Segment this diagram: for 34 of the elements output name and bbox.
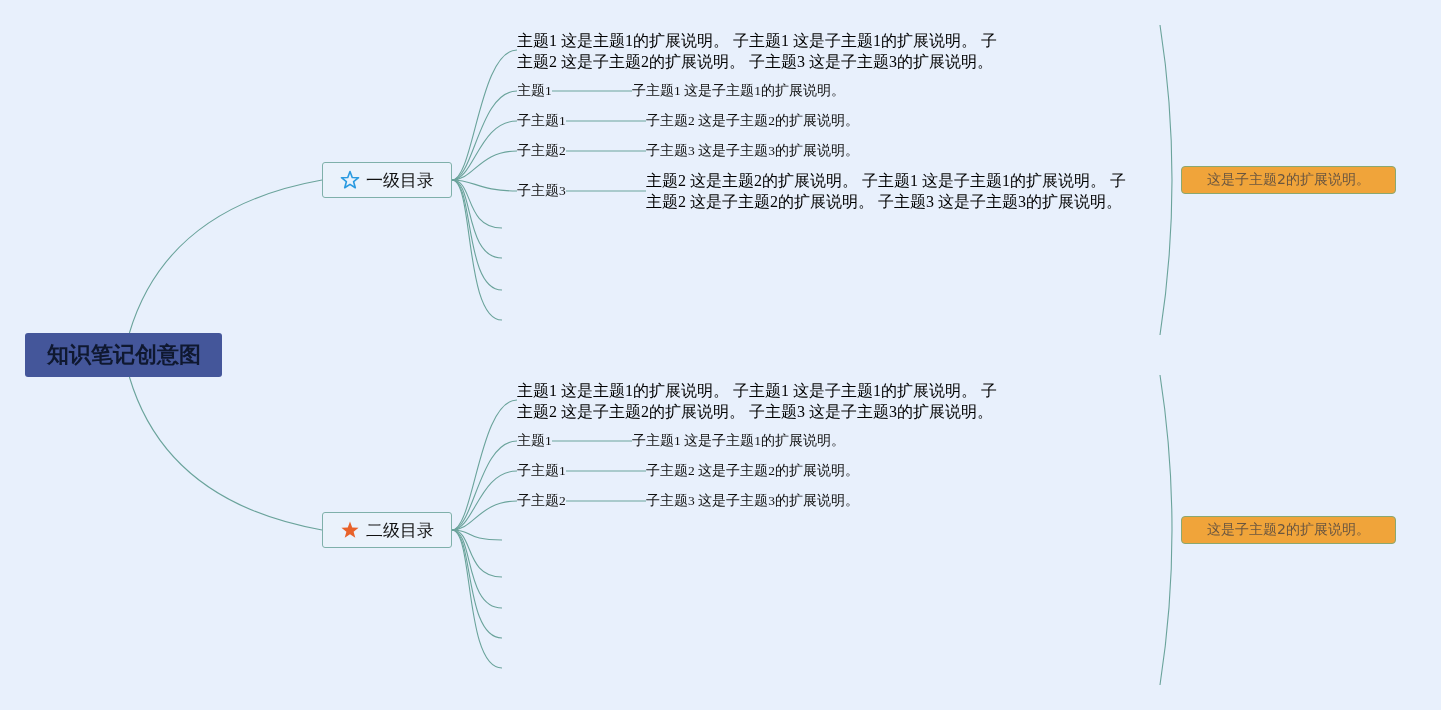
- branch-line: [128, 179, 323, 334]
- note-text: 主题1 这是主题1的扩展说明。 子主题1 这是子主题1的扩展说明。 子主题2 这是子主题2的扩展说明。 子主题3 这是子主题3的扩展说明。: [517, 31, 1007, 73]
- connector-line: [565, 150, 647, 152]
- topic-box: [322, 512, 452, 548]
- topic-text: 子主题3 这是子主题3的扩展说明。: [646, 491, 859, 511]
- topic-text: 主题1: [517, 431, 552, 451]
- branch-line: [451, 179, 503, 321]
- topic-text: 子主题1: [517, 461, 566, 481]
- connector-line: [565, 120, 647, 122]
- topic-label: 一级目录: [366, 168, 434, 192]
- topic-text: 主题1: [517, 81, 552, 101]
- topic-text: 子主题1 这是子主题1的扩展说明。: [632, 431, 845, 451]
- note-text: 主题2 这是主题2的扩展说明。 子主题1 这是子主题1的扩展说明。 子主题2 这是子主题2的扩展说明。 子主题3 这是子主题3的扩展说明。: [646, 171, 1136, 213]
- topic-text: 子主题1 这是子主题1的扩展说明。: [632, 81, 845, 101]
- topic-text: 子主题3 这是子主题3的扩展说明。: [646, 141, 859, 161]
- topic-text: 子主题1: [517, 111, 566, 131]
- topic-text: 子主题2: [517, 491, 566, 511]
- connector-line: [565, 500, 647, 502]
- topic-text: 子主题2: [517, 141, 566, 161]
- branch-line: [128, 376, 323, 531]
- topic-text: 子主题3: [517, 181, 566, 201]
- topic-text: 子主题2 这是子主题2的扩展说明。: [646, 461, 859, 481]
- connector-line: [551, 440, 633, 442]
- summary-box: 这是子主题2的扩展说明。: [1181, 166, 1396, 194]
- note-text: 主题1 这是主题1的扩展说明。 子主题1 这是子主题1的扩展说明。 子主题2 这是子主题2的扩展说明。 子主题3 这是子主题3的扩展说明。: [517, 381, 1007, 423]
- connector-line: [551, 90, 633, 92]
- topic-label: 二级目录: [366, 518, 434, 542]
- topic-box: [322, 162, 452, 198]
- connector-line: [565, 470, 647, 472]
- central-topic-box: 知识笔记创意图: [25, 333, 222, 377]
- branch-line: [451, 529, 503, 669]
- connector-line: [565, 190, 647, 192]
- summary-box: 这是子主题2的扩展说明。: [1181, 516, 1396, 544]
- topic-text: 子主题2 这是子主题2的扩展说明。: [646, 111, 859, 131]
